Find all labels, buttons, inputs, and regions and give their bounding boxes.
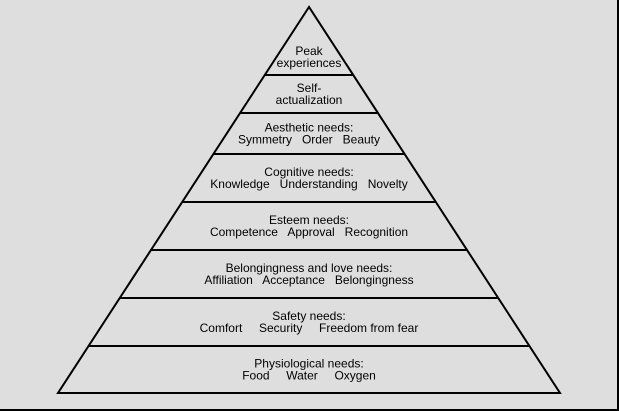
level-1-line-1: Peak (295, 44, 323, 58)
level-2-line-1: Self- (297, 81, 322, 95)
pyramid-outline (56, 5, 562, 394)
level-7-line-1: Safety needs: (272, 309, 345, 323)
level-dividers (88, 74, 530, 347)
level-labels: PeakexperiencesSelf-actualizationAesthet… (200, 44, 419, 383)
level-3-line-1: Aesthetic needs: (265, 121, 354, 135)
level-5-line-2: Competence Approval Recognition (210, 225, 408, 239)
level-4-line-1: Cognitive needs: (264, 165, 353, 179)
level-3-line-2: Symmetry Order Beauty (238, 133, 380, 147)
level-4-line-2: Knowledge Understanding Novelty (210, 177, 407, 191)
level-8-line-2: Food Water Oxygen (242, 369, 376, 383)
level-8-line-1: Physiological needs: (254, 357, 363, 371)
level-6-line-1: Belongingness and love needs: (226, 261, 393, 275)
level-2-line-2: actualization (276, 93, 343, 107)
level-6-line-2: Affiliation Acceptance Belongingness (204, 273, 413, 287)
level-1-line-2: experiences (277, 56, 342, 70)
level-5-line-1: Esteem needs: (269, 213, 349, 227)
level-7-line-2: Comfort Security Freedom from fear (200, 321, 419, 335)
